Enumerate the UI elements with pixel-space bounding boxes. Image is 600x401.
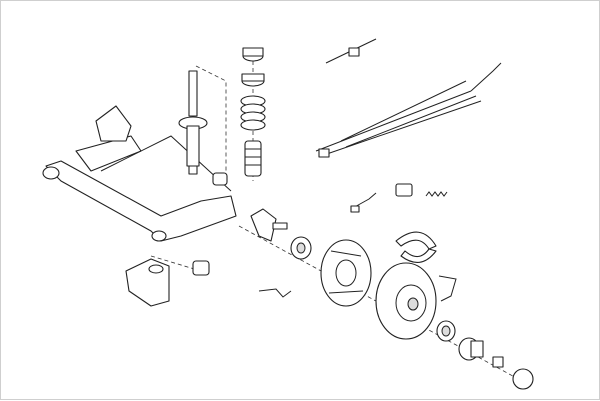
abs-sensor bbox=[258, 288, 292, 298]
wheel-bearing-inner bbox=[290, 236, 312, 260]
shock-bushing bbox=[212, 172, 228, 186]
brake-drum bbox=[375, 262, 437, 340]
brake-backing-plate bbox=[320, 239, 372, 307]
bump-stop bbox=[244, 140, 262, 177]
coil-spring bbox=[240, 95, 266, 131]
brake-shoes bbox=[395, 231, 437, 263]
dust-cap bbox=[512, 368, 534, 390]
return-spring bbox=[425, 191, 448, 197]
top-mount bbox=[241, 47, 265, 87]
handbrake-cable bbox=[315, 38, 502, 158]
hub-nut bbox=[492, 356, 504, 368]
wheel-bearing bbox=[436, 320, 456, 342]
wheel-cylinder bbox=[395, 183, 413, 197]
stub-axle bbox=[250, 208, 288, 242]
brake-adjuster bbox=[350, 192, 377, 213]
rear-axle-beam bbox=[42, 105, 237, 242]
axle-bushing bbox=[192, 260, 210, 276]
hub bbox=[458, 337, 484, 361]
mounting-bracket bbox=[125, 258, 170, 307]
shock-absorber bbox=[178, 70, 208, 175]
brake-hose bbox=[438, 275, 457, 302]
